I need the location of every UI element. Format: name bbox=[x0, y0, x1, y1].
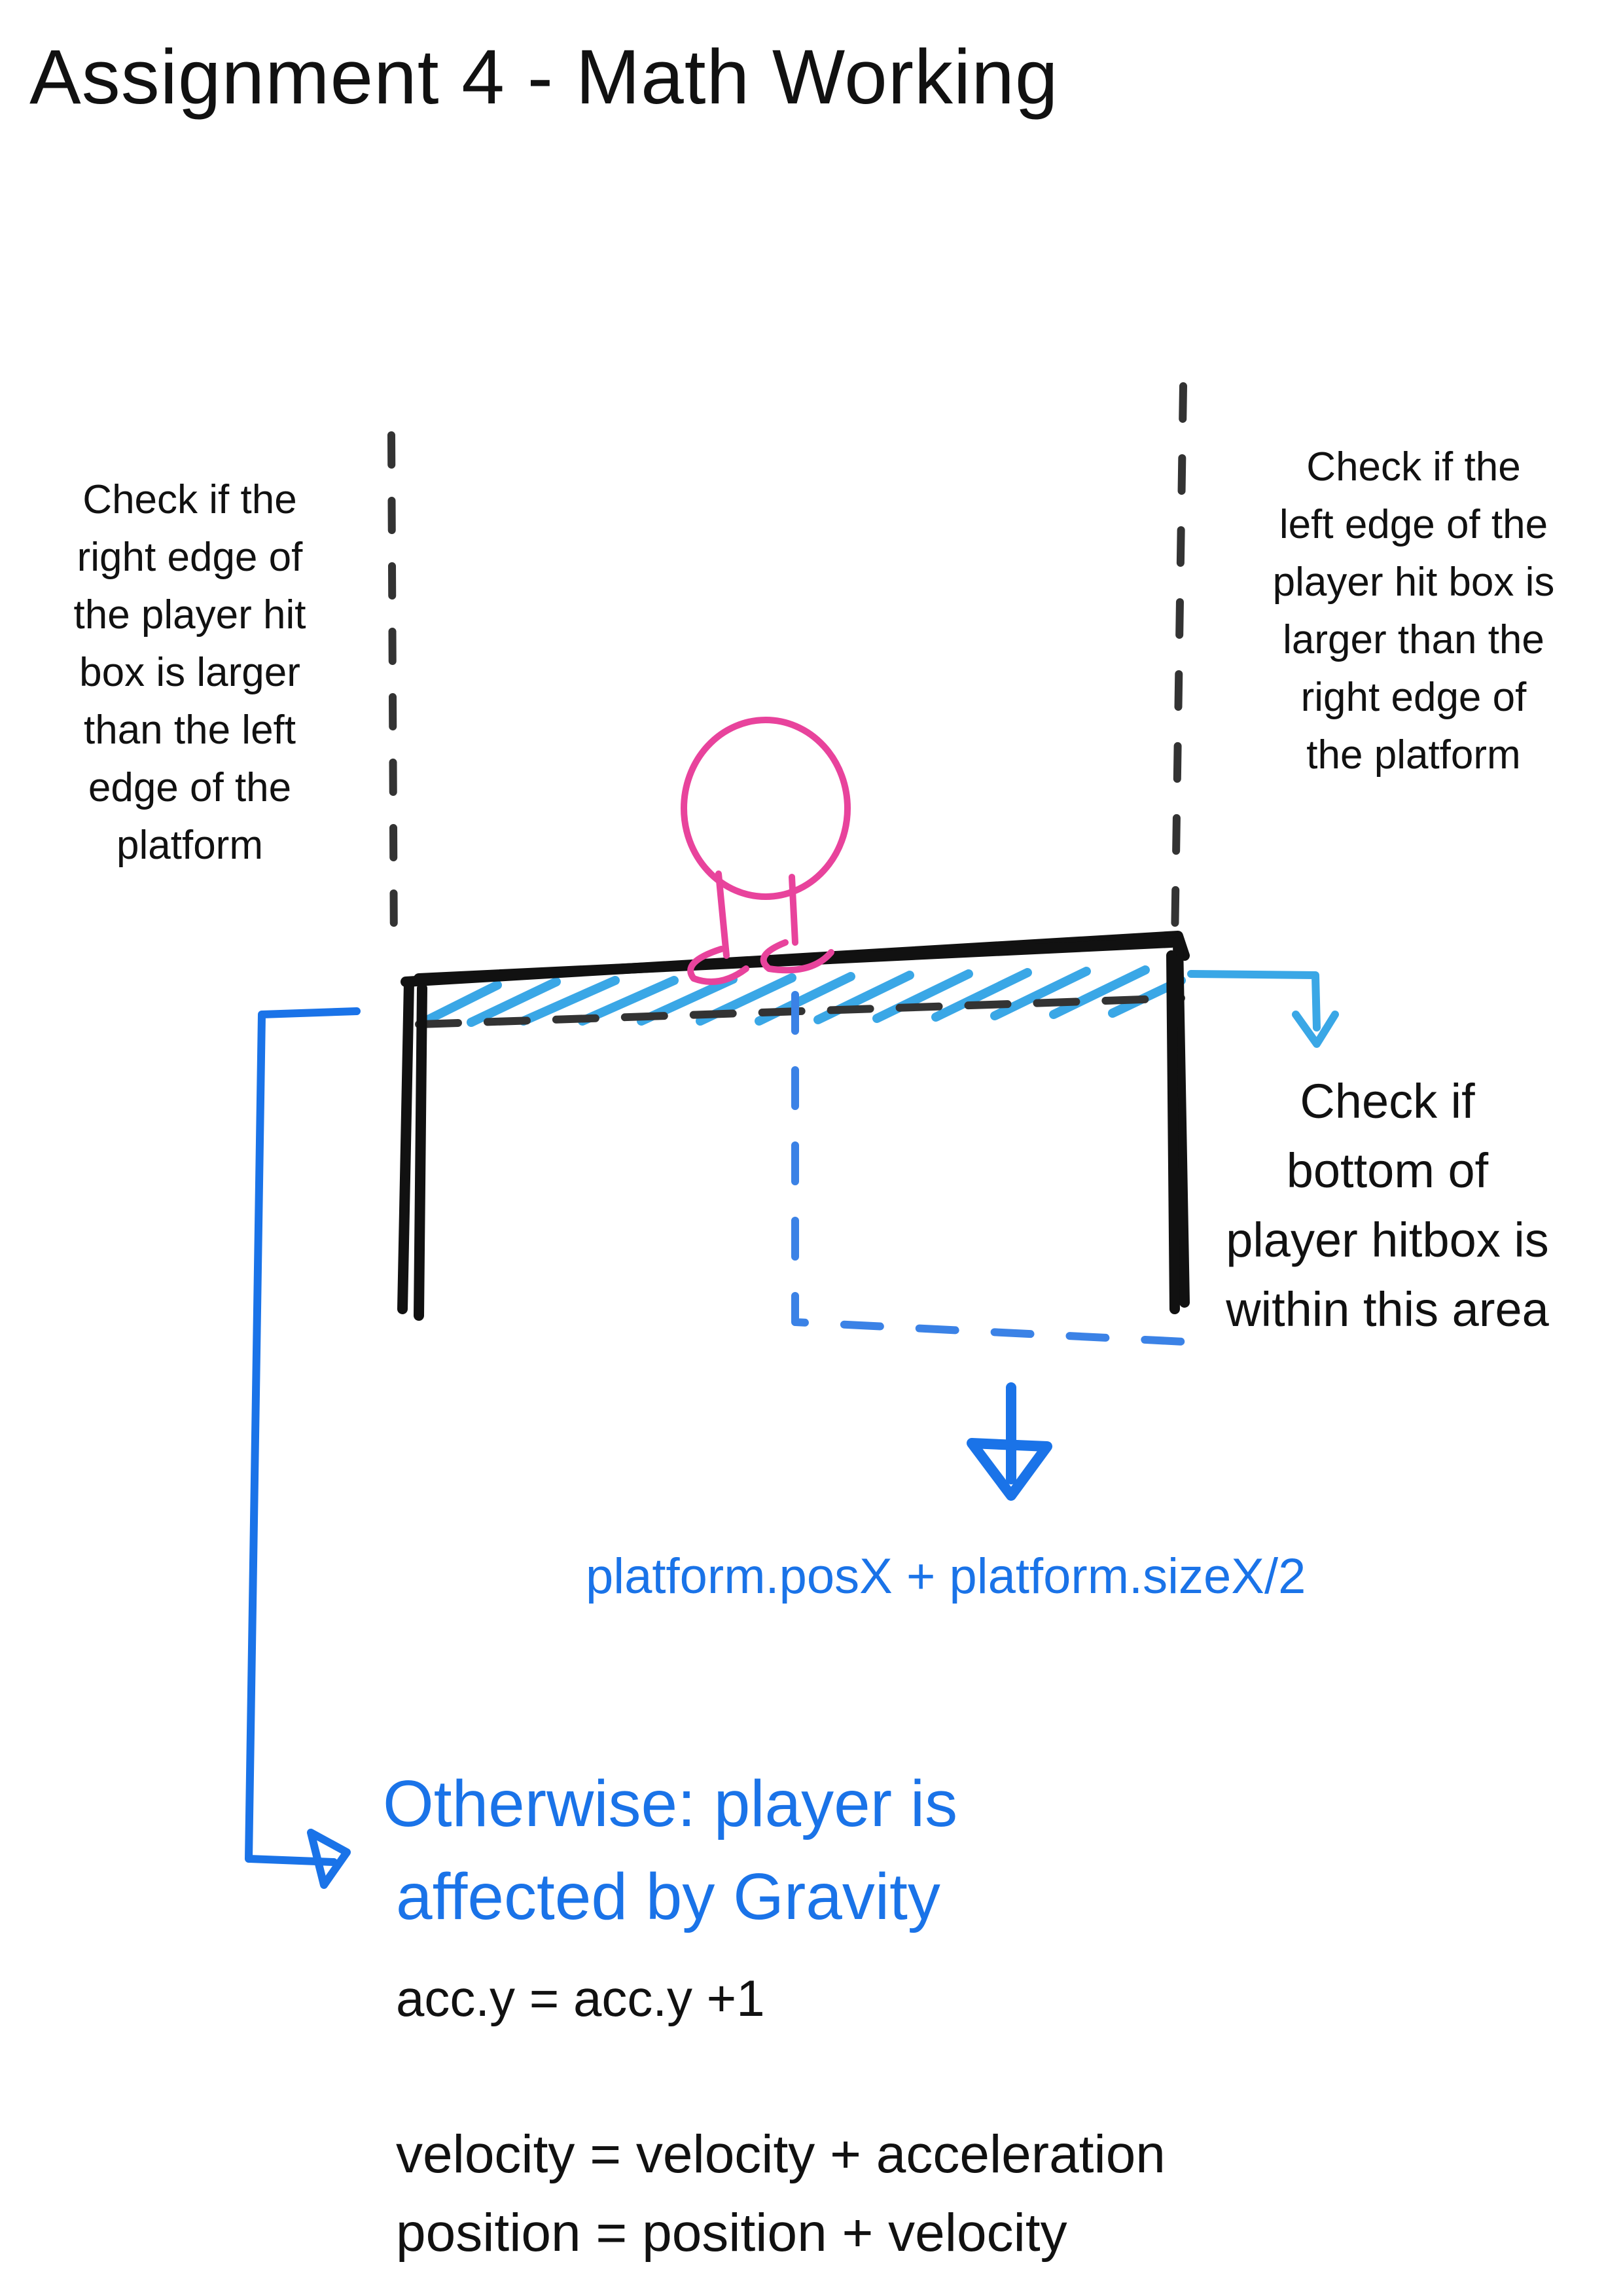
note-line: Check if the bbox=[82, 477, 297, 522]
center-formula: platform.posX + platform.sizeX/2 bbox=[586, 1549, 1306, 1604]
stick-player-icon bbox=[681, 717, 851, 985]
note-line: right edge of bbox=[1300, 675, 1527, 720]
note-line: box is larger bbox=[79, 650, 300, 695]
note-line: right edge of bbox=[77, 535, 303, 580]
note-line: than the left bbox=[83, 708, 296, 753]
note-line: platform bbox=[116, 823, 263, 868]
note-line: player hitbox is bbox=[1226, 1213, 1549, 1267]
heading-line: Otherwise: player is bbox=[383, 1767, 958, 1840]
platform-bottom-dashed-edge bbox=[415, 994, 1185, 1028]
right-edge-guide-line bbox=[1171, 382, 1187, 946]
heading-line: affected by Gravity bbox=[396, 1860, 940, 1933]
left-edge-note: Check if the right edge of the player hi… bbox=[26, 471, 353, 874]
note-line: larger than the bbox=[1283, 617, 1544, 662]
acceleration-equation: acc.y = acc.y +1 bbox=[396, 1969, 765, 2027]
note-line: edge of the bbox=[88, 765, 292, 810]
note-line: left edge of the bbox=[1279, 502, 1548, 547]
note-line: Check if bbox=[1300, 1074, 1475, 1128]
left-edge-guide-line bbox=[387, 431, 398, 960]
right-edge-note: Check if the left edge of the player hit… bbox=[1230, 439, 1597, 784]
note-line: the platform bbox=[1306, 732, 1521, 778]
arrow-right-down-icon bbox=[1187, 970, 1339, 1048]
arrow-right-icon bbox=[245, 1007, 361, 1889]
bottom-area-note: Check if bottom of player hitbox is with… bbox=[1191, 1067, 1584, 1344]
page-title: Assignment 4 - Math Working bbox=[29, 34, 1059, 120]
note-line: player hit box is bbox=[1272, 560, 1555, 605]
note-line: within this area bbox=[1226, 1282, 1549, 1336]
note-line: Check if the bbox=[1306, 444, 1521, 490]
platform-outline bbox=[397, 931, 1190, 1321]
center-check-area-dashed bbox=[791, 991, 1188, 1346]
velocity-equation: velocity = velocity + acceleration bbox=[396, 2125, 1166, 2184]
position-equation: position = position + velocity bbox=[396, 2203, 1067, 2263]
arrow-down-icon bbox=[967, 1382, 1052, 1501]
note-line: the player hit bbox=[73, 592, 306, 637]
gravity-heading: Otherwise: player is affected by Gravity bbox=[383, 1757, 957, 1943]
note-line: bottom of bbox=[1286, 1143, 1489, 1198]
